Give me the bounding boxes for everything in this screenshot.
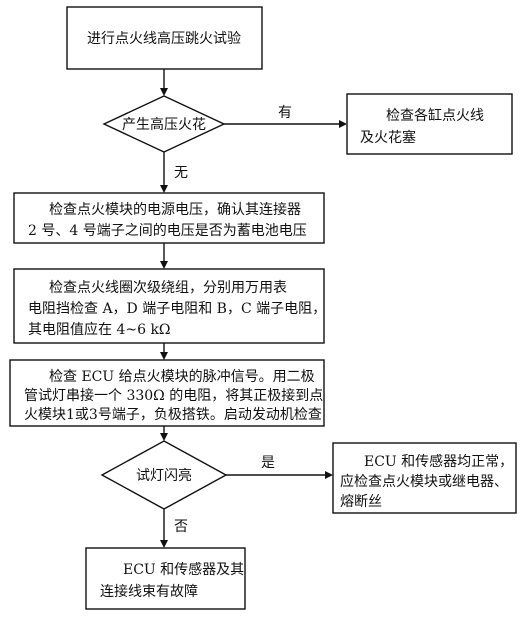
check-coil-line-1: 检查点火线圈次级绕组，分别用万用表 [49,280,287,296]
arrowhead-3 [160,185,168,193]
arrowhead-2 [339,120,347,128]
check-ecu-line-3: 火模块1或3号端子，负极搭铁。启动发动机检查 [24,407,322,423]
check-ecu-box [9,359,325,427]
decision1-text: 产生高压火花 [122,116,206,133]
edge-label-yes-2: 是 [261,455,275,471]
arrowhead-4 [160,261,168,269]
check-power-line-1: 检查点火模块的电源电压，确认其连接器 [49,201,301,218]
fault-line-2: 连接线束有故障 [100,583,198,600]
check-module-line-2: 应检查点火模块或继电器、 [340,473,508,490]
arrowhead-5 [160,352,168,360]
check-coil-box [13,268,325,344]
edge-label-yes-1: 有 [278,105,292,121]
check-plugs-box [346,93,513,155]
edge-label-no-2: 否 [174,519,188,535]
check-ecu-line-1: 检查 ECU 给点火模块的脉冲信号。用二极 [49,369,315,385]
check-coil-line-2: 电阻挡检查 A，D 端子电阻和 B，C 端子电阻， [28,301,326,317]
check-coil-line-3: 其电阻值应在 4~6 kΩ [28,321,171,338]
edge-label-no-1: 无 [174,165,188,181]
fault-box [85,547,246,610]
start-text: 进行点火线高压跳火试验 [87,30,241,47]
arrowhead-7 [325,471,333,479]
fault-line-1: ECU 和传感器及其 [123,561,244,578]
start-box [66,6,263,70]
decision2-text: 试灯闪亮 [136,467,192,484]
check-module-line-3: 熔断丝 [340,494,382,510]
check-ecu-line-2: 管试灯串接一个 330Ω 的电阻，将其正极接到点 [24,387,323,404]
check-power-line-2: 2 号、4 号端子之间的电压是否为蓄电池电压 [28,223,307,239]
arrowhead-8 [160,540,168,548]
check-plugs-line-2: 及火花塞 [360,129,416,146]
check-plugs-line-1: 检查各缸点火线 [386,107,484,124]
arrowhead-6 [160,433,168,441]
check-power-box [13,192,325,244]
check-module-box [332,442,517,514]
check-module-line-1: ECU 和传感器均正常， [364,453,513,470]
arrowhead-1 [160,88,168,96]
